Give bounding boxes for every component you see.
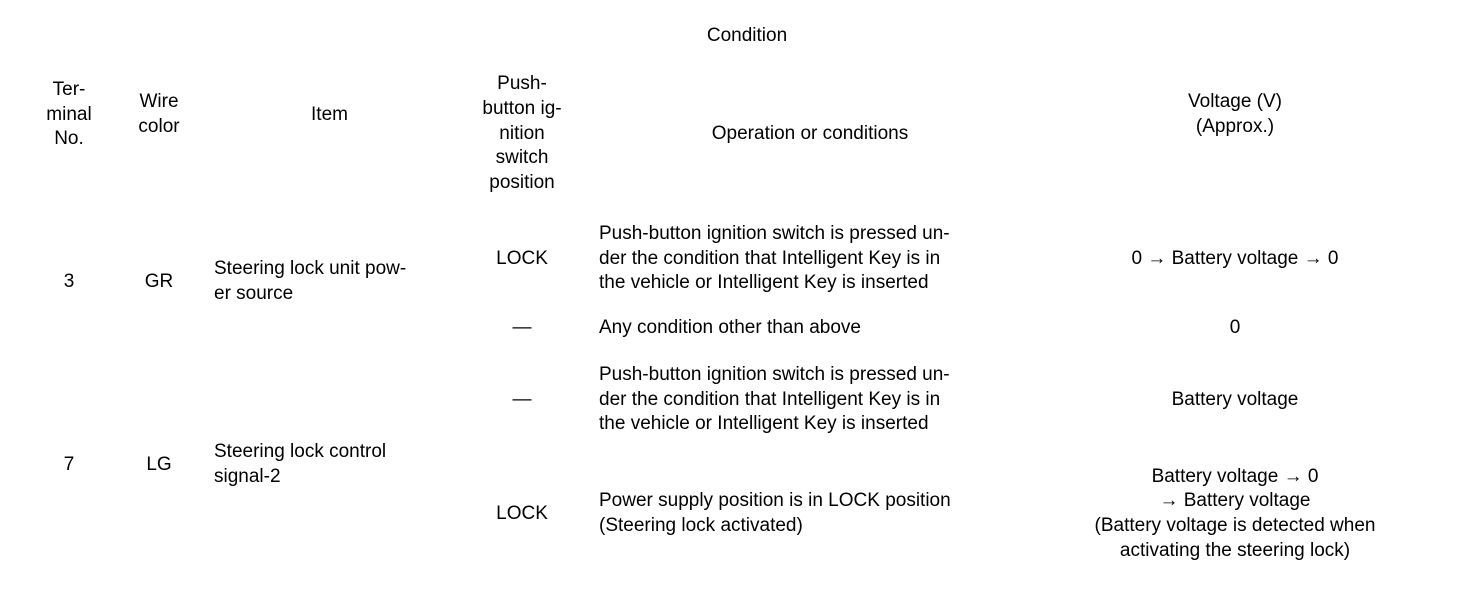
column-header-switch-position: Push- button ig- nition switch position xyxy=(482,73,562,194)
column-header-voltage: Voltage (V) (Approx.) xyxy=(1188,91,1282,137)
table-row: — Any condition other than above 0 xyxy=(20,305,1435,351)
cell-operation: Push-button ignition switch is pressed u… xyxy=(599,222,950,294)
cell-wire-color: GR xyxy=(144,270,174,292)
cell-switch-position: LOCK xyxy=(496,247,548,269)
column-header-terminal-no: Ter- minal No. xyxy=(46,78,92,150)
cell-voltage: Battery voltage xyxy=(1171,388,1299,410)
column-header-item: Item xyxy=(311,103,348,125)
cell-switch-position: LOCK xyxy=(496,502,548,524)
cell-operation: Any condition other than above xyxy=(599,316,861,338)
cell-operation: Power supply position is in LOCK positio… xyxy=(599,490,951,536)
table-header-group-row: Ter- minal No. Wire color Item Condition… xyxy=(20,17,1435,150)
table-row: 3 GR Steering lock unit pow- er source L… xyxy=(20,213,1435,305)
cell-item: Steering lock control signal-2 xyxy=(214,441,387,487)
cell-operation: Push-button ignition switch is pressed u… xyxy=(599,363,950,435)
cell-terminal-no: 7 xyxy=(63,453,75,475)
cell-wire-color: LG xyxy=(146,453,172,475)
cell-voltage: 0 xyxy=(1229,316,1241,338)
cell-switch-position: — xyxy=(512,388,532,410)
cell-voltage: 0 → Battery voltage → 0 xyxy=(1131,247,1339,269)
column-header-operation: Operation or conditions xyxy=(711,122,909,144)
cell-item: Steering lock unit pow- er source xyxy=(214,258,407,304)
column-header-condition-group: Condition xyxy=(706,24,788,46)
table-row: 7 LG Steering lock control signal-2 — Pu… xyxy=(20,351,1435,487)
terminal-voltage-table: Ter- minal No. Wire color Item Condition… xyxy=(20,17,1435,579)
cell-terminal-no: 3 xyxy=(63,270,75,292)
cell-voltage: Battery voltage → 0 → Battery voltage (B… xyxy=(1094,465,1376,561)
table-header-subrow: Push- button ig- nition switch position … xyxy=(20,55,1435,213)
table-row: LOCK Power supply position is in LOCK po… xyxy=(20,449,1435,579)
cell-switch-position: — xyxy=(512,316,532,338)
column-header-wire-color: Wire color xyxy=(138,91,180,137)
